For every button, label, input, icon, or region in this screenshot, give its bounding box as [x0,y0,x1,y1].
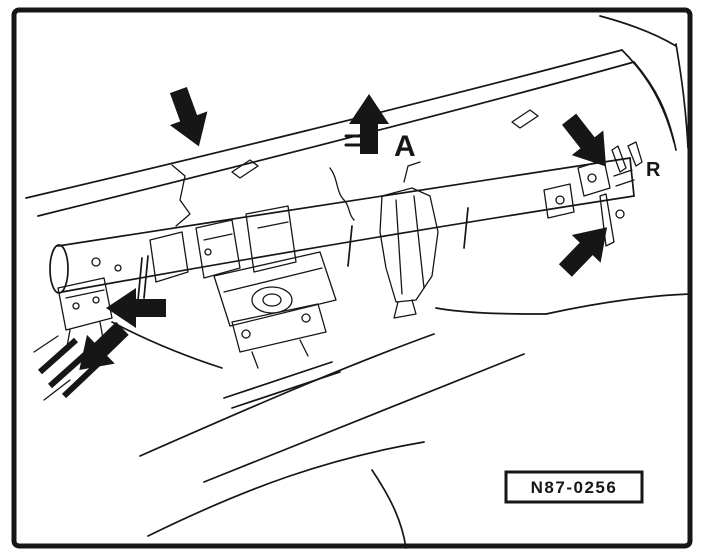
arrow-left-pointing-left-icon [106,288,166,328]
label-a: A [394,130,416,163]
reference-number: N87-0256 [531,478,618,497]
crossmember-tube [49,157,635,301]
arrow-right-pointing-up-icon [558,227,608,277]
arrow-center-pointing-up-icon [349,94,389,154]
pointer-arrows [79,86,608,371]
arrow-bottom-left-pointing-down-icon [79,321,129,371]
hatched-bracket [33,335,103,401]
arrow-top-left-pointing-down-icon [169,86,208,147]
label-r: R [646,159,661,181]
reference-box: N87-0256 [504,470,644,504]
figure-border [11,7,693,549]
labels: A R [344,130,661,181]
arrow-top-right-pointing-down-icon [561,113,607,167]
reference-box-border [504,470,644,504]
body-lines [25,15,691,549]
